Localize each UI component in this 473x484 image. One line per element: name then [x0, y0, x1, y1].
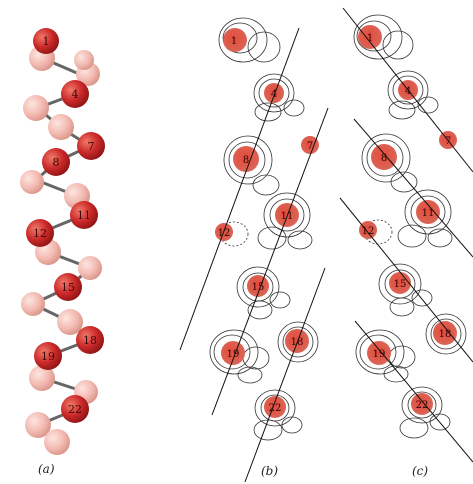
map-c-label: 15: [394, 279, 407, 290]
helix-atom-light: [57, 309, 83, 335]
helix-atom-18: 18: [76, 326, 104, 354]
helix-back-atoms: [20, 45, 102, 455]
panel-a-helix-model: 1 4 7 8 11 12: [20, 28, 105, 455]
map-b-label: 8: [243, 155, 249, 166]
map-c-residue-19: 19: [355, 329, 416, 383]
helix-atom-label: 15: [61, 281, 75, 294]
helix-atom-light: [29, 365, 55, 391]
helix-atom-light: [20, 170, 44, 194]
panel-b-label: (b): [261, 464, 279, 478]
map-c-residue-15: 15: [378, 263, 433, 317]
panel-c-label: (c): [412, 464, 429, 478]
helix-atom-4: 4: [61, 80, 89, 108]
helix-atom-label: 18: [83, 334, 97, 347]
helix-atom-11: 11: [70, 201, 98, 229]
map-c-residue-18: 18: [425, 313, 467, 355]
map-b-line-3: [244, 267, 326, 483]
map-b-residue-15: 15: [236, 266, 291, 320]
helix-atom-light: [21, 292, 45, 316]
helix-atom-label: 1: [43, 35, 50, 48]
helix-atom-label: 8: [53, 156, 60, 169]
map-b-label: 19: [227, 349, 240, 360]
panel-c-density-map: 1 4 7 8 11: [339, 7, 473, 463]
map-b-label: 1: [231, 36, 237, 47]
map-c-axis-lines: [339, 7, 473, 463]
helix-front-atoms: 1 4 7 8 11 12: [26, 28, 105, 423]
helix-atom-label: 12: [33, 227, 47, 240]
helix-atom-label: 19: [41, 350, 55, 363]
helix-atom-light: [44, 429, 70, 455]
helix-atom-22: 22: [61, 395, 89, 423]
map-c-label: 1: [367, 33, 373, 44]
helix-atom-light: [48, 114, 74, 140]
map-c-residue-4: 4: [387, 70, 439, 120]
map-c-residue-12: 12: [359, 219, 393, 245]
map-c-line-1: [342, 7, 473, 173]
helix-atom-8: 8: [42, 148, 70, 176]
map-c-line-3: [339, 197, 473, 363]
map-b-residue-19: 19: [209, 329, 270, 384]
helix-atom-light: [78, 256, 102, 280]
map-b-label: 7: [307, 141, 313, 152]
map-c-label: 7: [445, 136, 451, 147]
map-b-label: 12: [218, 228, 231, 239]
helix-atom-19: 19: [34, 342, 62, 370]
map-b-residue-7: 7: [301, 136, 319, 154]
helix-atom-label: 22: [68, 403, 82, 416]
map-b-residue-8: 8: [223, 135, 280, 196]
map-c-label: 11: [422, 208, 435, 219]
map-c-label: 4: [405, 86, 411, 97]
map-c-line-2: [353, 118, 473, 258]
map-b-label: 22: [269, 403, 282, 414]
panel-a-label: (a): [38, 462, 55, 476]
helix-atom-label: 11: [77, 209, 91, 222]
map-c-residue-11: 11: [397, 189, 453, 248]
map-b-line-2: [211, 107, 329, 416]
panel-b-density-map: 1 4 7 8 11: [179, 17, 329, 483]
map-b-line-1: [179, 27, 300, 351]
helix-atom-12: 12: [26, 219, 54, 247]
helix-atom-light: [23, 95, 49, 121]
helix-atom-label: 7: [88, 140, 95, 153]
map-c-label: 12: [362, 226, 375, 237]
helix-atom-15: 15: [54, 273, 82, 301]
helix-atom-light: [25, 412, 51, 438]
map-c-label: 18: [439, 329, 452, 340]
map-b-residue-22: 22: [253, 389, 303, 441]
helix-atom-7: 7: [77, 132, 105, 160]
map-c-line-4: [354, 320, 473, 463]
helix-atom-light: [74, 50, 94, 70]
map-b-axis-lines: [179, 27, 329, 483]
map-c-label: 19: [373, 349, 386, 360]
map-b-residue-1: 1: [218, 17, 281, 63]
helix-atom-1: 1: [33, 28, 59, 54]
map-c-residue-8: 8: [361, 133, 418, 193]
map-b-label: 15: [252, 282, 265, 293]
map-b-residue-18: 18: [277, 321, 319, 363]
map-c-label: 22: [416, 400, 429, 411]
map-c-label: 8: [381, 153, 387, 164]
helix-atom-label: 4: [72, 88, 79, 101]
map-c-residue-22: 22: [399, 386, 451, 439]
map-c-residue-1: 1: [353, 14, 414, 60]
